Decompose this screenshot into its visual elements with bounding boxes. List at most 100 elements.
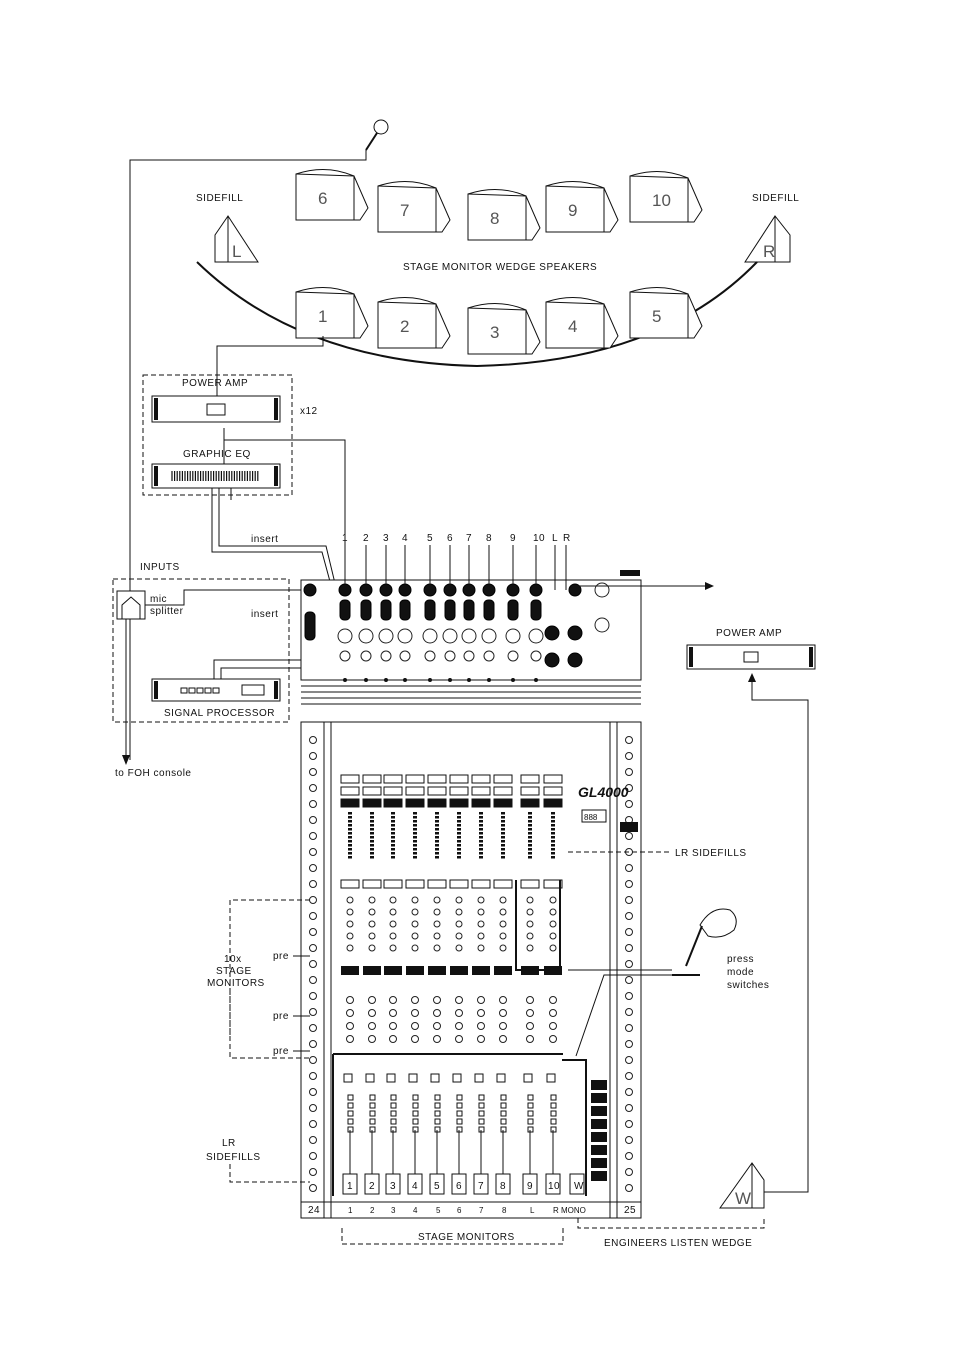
- front-wedge-2: 2: [377, 297, 451, 349]
- sidefill-right-mark: R: [763, 242, 775, 261]
- back-wedge-10: 10: [629, 171, 703, 223]
- fader-label-3: 3: [390, 1181, 396, 1192]
- console-logo: GL4000: [578, 784, 629, 800]
- back-wedge-7-number: 7: [400, 201, 409, 220]
- connector-number-2: 2: [363, 533, 369, 544]
- insert-label-bottom: insert: [251, 609, 278, 620]
- connector-number-10: 10: [533, 533, 545, 544]
- lr-sidefills-left-line1: LR: [222, 1138, 236, 1149]
- fader-cap-9[interactable]: 9: [522, 1173, 538, 1195]
- connector-number-8: 8: [486, 533, 492, 544]
- connector-number-1: 1: [342, 533, 348, 544]
- front-wedge-1-number: 1: [318, 307, 327, 326]
- fader-label-6: 6: [456, 1181, 462, 1192]
- back-row-wedges: 6 7 8 9 10: [295, 169, 703, 241]
- connector-number-L: L: [552, 533, 558, 544]
- engineer-wedge-mark: W: [735, 1189, 751, 1208]
- fader-cap-6[interactable]: 6: [451, 1173, 467, 1195]
- sidefill-right-speaker: R: [744, 215, 791, 263]
- fader-cap-2[interactable]: 2: [364, 1173, 380, 1195]
- rack-count-label: x12: [300, 406, 318, 417]
- right-power-amp: POWER AMP: [686, 628, 816, 1193]
- sidefill-left-speaker: L: [214, 215, 259, 263]
- fader-cap-7[interactable]: 7: [473, 1173, 489, 1195]
- stage-monitors-group-line3: MONITORS: [207, 978, 265, 989]
- stage-monitors-group-line1: 10x: [224, 954, 242, 965]
- sidefill-left-mark: L: [232, 242, 241, 261]
- left-end-number: 24: [308, 1205, 320, 1216]
- hand-pen-icon: [672, 908, 737, 976]
- fader-label-W: W: [574, 1181, 584, 1192]
- fader-label-2: 2: [369, 1181, 375, 1192]
- back-wedge-6-number: 6: [318, 189, 327, 208]
- front-wedge-3-number: 3: [490, 323, 499, 342]
- signal-processor-unit: [151, 678, 281, 702]
- amp-eq-rack: POWER AMP x12 GRAPHIC EQ: [142, 336, 346, 590]
- strip-number-6: 6: [457, 1206, 462, 1215]
- bottom-stage-monitors-label: STAGE MONITORS: [418, 1232, 515, 1243]
- mic-splitter-label-line1: mic: [150, 594, 167, 605]
- connector-number-R: R: [563, 533, 571, 544]
- connector-number-7: 7: [466, 533, 472, 544]
- fader-cap-8[interactable]: 8: [495, 1173, 511, 1195]
- left-annotations: 10x STAGE MONITORS pre pre pre LR SIDEFI…: [206, 899, 564, 1245]
- engineer-listen-wedge: W: [719, 1162, 765, 1209]
- fader-cap-1[interactable]: 1: [342, 1173, 358, 1195]
- back-wedge-8: 8: [467, 189, 541, 241]
- right-power-amp-label: POWER AMP: [716, 628, 782, 639]
- mic-splitter-label-line2: splitter: [150, 606, 184, 617]
- power-amp-label: POWER AMP: [182, 378, 248, 389]
- back-wedge-9: 9: [545, 181, 619, 233]
- connector-number-4: 4: [402, 533, 408, 544]
- press-mode-line1: press: [727, 954, 754, 965]
- fader-cap-W[interactable]: W: [569, 1173, 585, 1195]
- back-wedge-7: 7: [377, 181, 451, 233]
- strip-number-1: 1: [348, 1206, 353, 1215]
- right-annotations: LR SIDEFILLS press mode switches W ENGIN…: [568, 848, 769, 1249]
- fader-label-7: 7: [478, 1181, 484, 1192]
- strip-number-4: 4: [413, 1206, 418, 1215]
- fader-label-5: 5: [434, 1181, 440, 1192]
- pre-label-3: pre: [273, 1046, 289, 1057]
- press-mode-line3: switches: [727, 980, 769, 991]
- eq-insert-wiring: insert: [211, 488, 340, 601]
- fader-label-10: 10: [548, 1181, 560, 1192]
- console-display: 888: [584, 813, 598, 822]
- fader-cap-3[interactable]: 3: [385, 1173, 401, 1195]
- fader-label-9: 9: [527, 1181, 533, 1192]
- connector-number-5: 5: [427, 533, 433, 544]
- sidefill-left-label: SIDEFILL: [196, 193, 243, 204]
- graphic-eq-label: GRAPHIC EQ: [183, 449, 251, 460]
- lr-sidefills-left-line2: SIDEFILLS: [206, 1152, 261, 1163]
- fader-cap-5[interactable]: 5: [429, 1173, 445, 1195]
- strip-number-R: R: [553, 1206, 559, 1215]
- strip-number-L: L: [530, 1206, 535, 1215]
- inputs-box: INPUTS mic splitter SIGNAL PROCESSOR ins…: [112, 562, 319, 779]
- back-wedge-9-number: 9: [568, 201, 577, 220]
- front-wedge-5-number: 5: [652, 307, 661, 326]
- pre-label-1: pre: [273, 951, 289, 962]
- fader-cap-4[interactable]: 4: [407, 1173, 423, 1195]
- foh-label: to FOH console: [115, 768, 191, 779]
- amp-to-wedge-1-cable: [216, 336, 324, 396]
- front-wedge-5: 5: [629, 287, 703, 339]
- output-1-to-amp-cable: [223, 428, 346, 590]
- inputs-title: INPUTS: [140, 562, 180, 573]
- mic-splitter-unit: [116, 590, 146, 620]
- lr-sidefills-right-label: LR SIDEFILLS: [675, 848, 747, 859]
- engineers-wedge-label: ENGINEERS LISTEN WEDGE: [604, 1238, 752, 1249]
- back-wedge-8-number: 8: [490, 209, 499, 228]
- fader-cap-10[interactable]: 10: [545, 1173, 561, 1195]
- back-wedge-10-number: 10: [652, 191, 671, 210]
- front-wedge-2-number: 2: [400, 317, 409, 336]
- signal-processor-label: SIGNAL PROCESSOR: [164, 708, 275, 719]
- front-wedge-3: 3: [467, 303, 541, 355]
- stage-monitors-group-line2: STAGE: [216, 966, 252, 977]
- strip-number-MONO: MONO: [561, 1206, 586, 1215]
- strip-number-3: 3: [391, 1206, 396, 1215]
- insert-label-top: insert: [251, 534, 278, 545]
- back-wedge-6: 6: [295, 169, 369, 221]
- power-amp-unit: [151, 395, 281, 423]
